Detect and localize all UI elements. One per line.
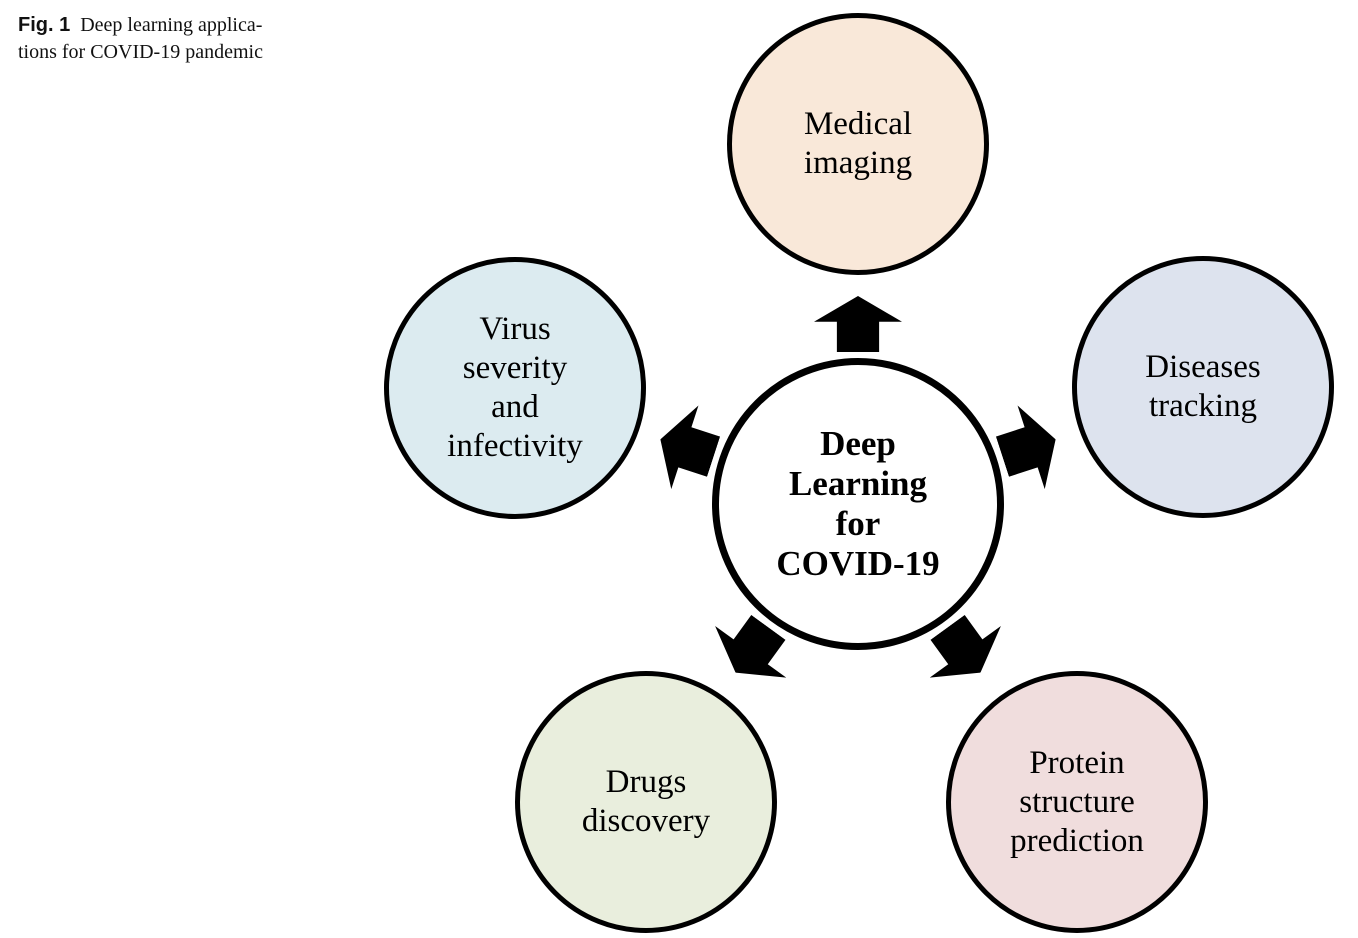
- node-text-line: Drugs: [605, 764, 687, 800]
- node-text-line: Virus: [479, 311, 551, 347]
- node-text-line: Medical: [803, 106, 913, 142]
- node-text-line: structure: [1019, 783, 1135, 820]
- node-text-line: prediction: [1010, 822, 1144, 859]
- node-diseases-tracking: Diseases tracking: [1072, 256, 1334, 518]
- node-text-line: severity: [462, 350, 568, 386]
- node-medical-imaging: Medical imaging: [727, 13, 989, 275]
- center-node-label: Deep Learning for COVID-19: [776, 424, 939, 584]
- node-medical-imaging-label: Medical imaging: [804, 105, 912, 183]
- node-protein-structure-prediction: Protein structure prediction: [946, 671, 1208, 933]
- caption-line-1: Deep learning applica-: [80, 14, 263, 36]
- caption-line-2: tions for COVID-19 pandemic: [18, 41, 263, 63]
- node-virus-severity-and-infectivity: Virus severity and infectivity: [384, 257, 646, 519]
- node-text-line: infectivity: [447, 428, 583, 464]
- node-text-line: discovery: [581, 803, 711, 839]
- node-text-line: and: [491, 389, 539, 425]
- node-text-line: for: [835, 504, 881, 543]
- node-text-line: Learning: [788, 464, 928, 503]
- node-text-line: tracking: [1148, 388, 1258, 424]
- arrow-to-medical-imaging-icon: [814, 296, 902, 352]
- node-diseases-tracking-label: Diseases tracking: [1145, 348, 1260, 426]
- node-drugs-discovery: Drugs discovery: [515, 671, 777, 933]
- node-text-line: imaging: [803, 145, 913, 181]
- node-virus-severity-label: Virus severity and infectivity: [447, 310, 583, 466]
- node-drugs-discovery-label: Drugs discovery: [582, 763, 710, 841]
- node-text-line: Deep: [820, 424, 896, 463]
- node-text-line: COVID-19: [776, 544, 940, 583]
- node-protein-structure-label: Protein structure prediction: [1010, 744, 1144, 861]
- node-deep-learning-center: Deep Learning for COVID-19: [712, 358, 1004, 650]
- node-text-line: Protein: [1029, 744, 1125, 781]
- node-text-line: Diseases: [1145, 349, 1261, 385]
- figure-label: Fig. 1: [18, 14, 71, 36]
- figure-caption: Fig. 1 Deep learning applica- tions for C…: [18, 12, 338, 66]
